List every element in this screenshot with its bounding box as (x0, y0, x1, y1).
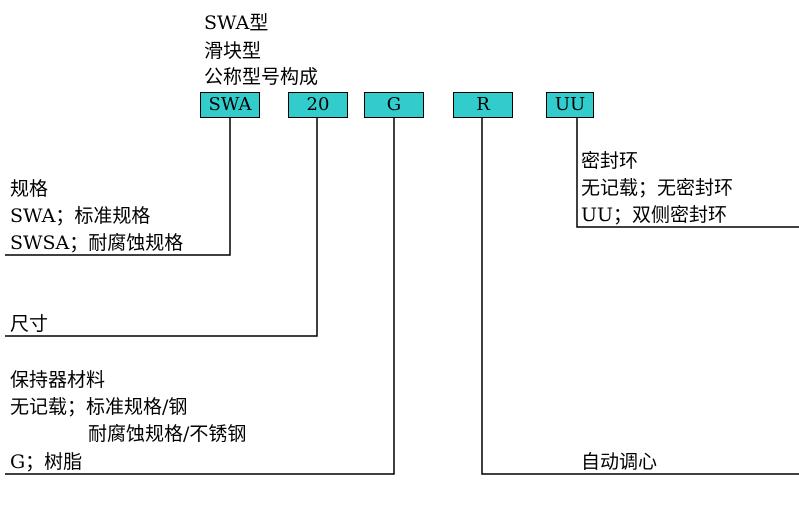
code-box-retainer: G (364, 92, 424, 118)
retainer-line-3: G；树脂 (10, 451, 83, 473)
code-size: 20 (306, 94, 330, 115)
code-self-align: R (476, 94, 490, 115)
title-line-1: SWA型 (204, 12, 269, 34)
spec-line-2: SWSA；耐腐蚀规格 (10, 232, 184, 254)
title-line-3: 公称型号构成 (204, 66, 319, 88)
size-label: 尺寸 (10, 313, 49, 335)
retainer-line-1: 无记载；标准规格/钢 (10, 396, 188, 418)
connector-self-align (481, 118, 799, 475)
code-box-seal: UU (546, 92, 594, 118)
connector-seal (576, 118, 799, 228)
self-align-label: 自动调心 (581, 451, 658, 473)
code-seal: UU (554, 94, 586, 115)
code-series: SWA (208, 94, 252, 115)
spec-heading: 规格 (10, 178, 49, 200)
connector-size (5, 118, 318, 337)
seal-line-1: 无记载；无密封环 (581, 177, 734, 199)
spec-line-1: SWA；标准规格 (10, 205, 151, 227)
code-box-series: SWA (200, 92, 260, 118)
code-retainer: G (386, 94, 402, 115)
retainer-heading: 保持器材料 (10, 369, 106, 391)
seal-line-2: UU；双侧密封环 (581, 204, 728, 226)
connector-retainer (5, 118, 395, 475)
code-box-self-align: R (453, 92, 513, 118)
title-line-2: 滑块型 (204, 40, 262, 62)
code-box-size: 20 (288, 92, 348, 118)
retainer-line-2: 耐腐蚀规格/不锈钢 (88, 423, 247, 445)
connector-series (5, 118, 231, 256)
seal-heading: 密封环 (581, 150, 639, 172)
